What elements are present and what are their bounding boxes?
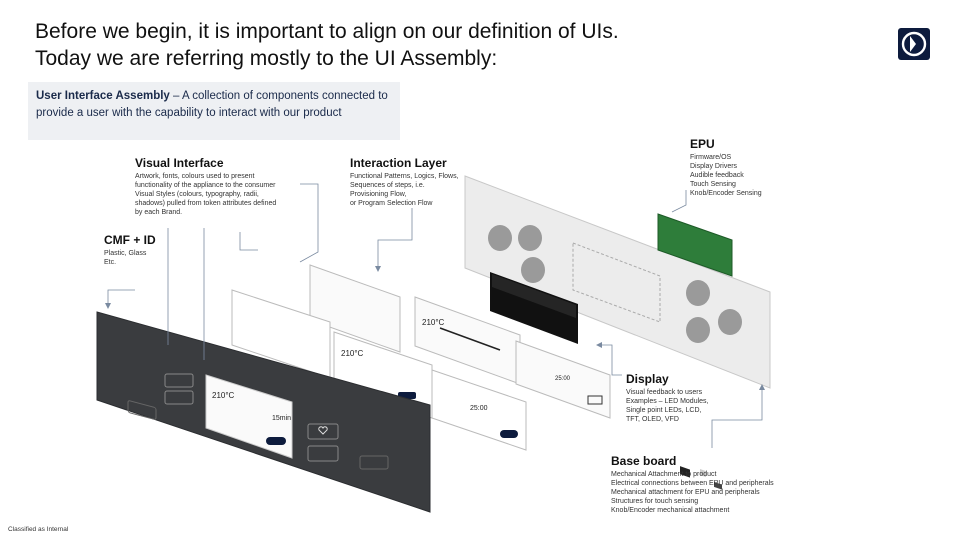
touch-pad: [686, 317, 710, 343]
epu-title: EPU: [690, 137, 715, 151]
visual-interface-line: Artwork, fonts, colours used to present: [135, 173, 255, 180]
epu-line: Display Drivers: [690, 163, 738, 170]
interaction-layer-line: Functional Patterns, Logics, Flows,: [350, 173, 459, 180]
touch-pad: [686, 280, 710, 306]
slide-title: Before we begin, it is important to alig…: [35, 18, 619, 72]
interaction-screen: [515, 340, 611, 419]
epu-board: [657, 213, 733, 277]
front-duration-text: 15min: [272, 415, 291, 422]
epu-line: Firmware/OS: [690, 154, 732, 161]
panel-button-outline: [164, 373, 194, 388]
base-board-line: Electrical connections between EPU and p…: [611, 480, 774, 487]
epu-leader: [671, 190, 687, 213]
screen-temp-text: 210°C: [422, 318, 445, 327]
baseboard-leader: [711, 386, 763, 448]
display-line: Single point LEDs, LCD,: [626, 407, 702, 414]
definition-term: User Interface Assembly: [36, 90, 170, 102]
heart-button: [307, 423, 339, 440]
epu-line: Audible feedback: [690, 172, 744, 179]
epu-chip: [714, 481, 722, 490]
epu-chip: [700, 469, 706, 478]
display-line: Visual feedback to users: [626, 389, 703, 396]
visual-interface-label: Visual Interface Artwork, fonts, colours…: [135, 156, 310, 217]
interaction-layer-title: Interaction Layer: [350, 156, 447, 170]
visual-interface-line: functionality of the appliance to the co…: [135, 182, 276, 189]
classification-footer: Classified as Internal: [8, 526, 69, 533]
touch-pad: [718, 309, 742, 335]
screen-temp-text: 210°C: [341, 349, 364, 358]
touch-pad: [518, 225, 542, 251]
front-temp-text: 210°C: [212, 391, 235, 400]
interaction-screen: [309, 264, 401, 353]
interaction-layer-label: Interaction Layer Functional Patterns, L…: [350, 156, 480, 208]
display-title: Display: [626, 372, 669, 386]
cmf-title: CMF + ID: [104, 233, 156, 247]
cmf-label: CMF + ID Plastic, Glass Etc.: [104, 233, 184, 267]
visual-interface-line: Visual Styles (colours, typography, radi…: [135, 191, 259, 198]
base-board-title: Base board: [611, 454, 677, 468]
svg-text:25:00: 25:00: [470, 405, 488, 412]
cmf-leader: [107, 289, 135, 305]
base-board-line: Structures for touch sensing: [611, 498, 699, 505]
display-cutout: [572, 242, 661, 323]
display-label: Display Visual feedback to users Example…: [626, 372, 736, 424]
panel-button-outline: [164, 390, 194, 405]
display-line: TFT, OLED, VFD: [626, 416, 679, 423]
display-leader: [600, 344, 622, 376]
panel-button-outline: [307, 445, 339, 462]
visual-interface-line: shadows) pulled from token attributes de…: [135, 200, 277, 207]
cmf-line: Plastic, Glass: [104, 250, 147, 257]
visual-interface-title: Visual Interface: [135, 156, 224, 170]
base-board-line: Mechanical attachment for EPU and periph…: [611, 489, 760, 496]
electrolux-logo-icon: [898, 28, 930, 60]
epu-chip: [680, 466, 690, 478]
interaction-layer-line: or Program Selection Flow: [350, 200, 433, 207]
base-board-line: Knob/Encoder mechanical attachment: [611, 507, 730, 514]
visual-screen: [431, 369, 527, 451]
slide-title-line2: Today we are referring mostly to the UI …: [35, 47, 498, 70]
interaction-leader: [377, 208, 413, 268]
touch-pad: [488, 225, 512, 251]
panel-button-outline: [127, 400, 157, 420]
screen-time-text: 25:00: [555, 376, 571, 382]
base-board-label: Base board Mechanical Attachment to prod…: [611, 454, 811, 515]
base-board-line: Mechanical Attachment to product: [611, 471, 717, 478]
interaction-layer-line: Provisioning Flow,: [350, 191, 407, 198]
definition-text: – A collection of components connected t…: [36, 90, 388, 119]
slide-title-line1: Before we begin, it is important to alig…: [35, 20, 619, 43]
interaction-layer-line: Sequences of steps, i.e.: [350, 182, 425, 189]
epu-line: Knob/Encoder Sensing: [690, 190, 762, 197]
touch-pad: [521, 257, 545, 283]
heart-icon: [318, 426, 328, 435]
visual-leader-4: [299, 183, 319, 263]
front-start-button: [266, 437, 286, 445]
panel-button-outline: [359, 455, 389, 470]
epu-label: EPU Firmware/OS Display Drivers Audible …: [690, 137, 790, 198]
visual-leader-3: [239, 232, 258, 251]
leader-lines: [107, 183, 763, 448]
display-line: Examples – LED Modules,: [626, 398, 709, 405]
cmf-line: Etc.: [104, 259, 117, 266]
visual-interface-line: by each Brand.: [135, 209, 183, 216]
epu-line: Touch Sensing: [690, 181, 736, 188]
definition-box: User Interface Assembly – A collection o…: [28, 82, 400, 140]
